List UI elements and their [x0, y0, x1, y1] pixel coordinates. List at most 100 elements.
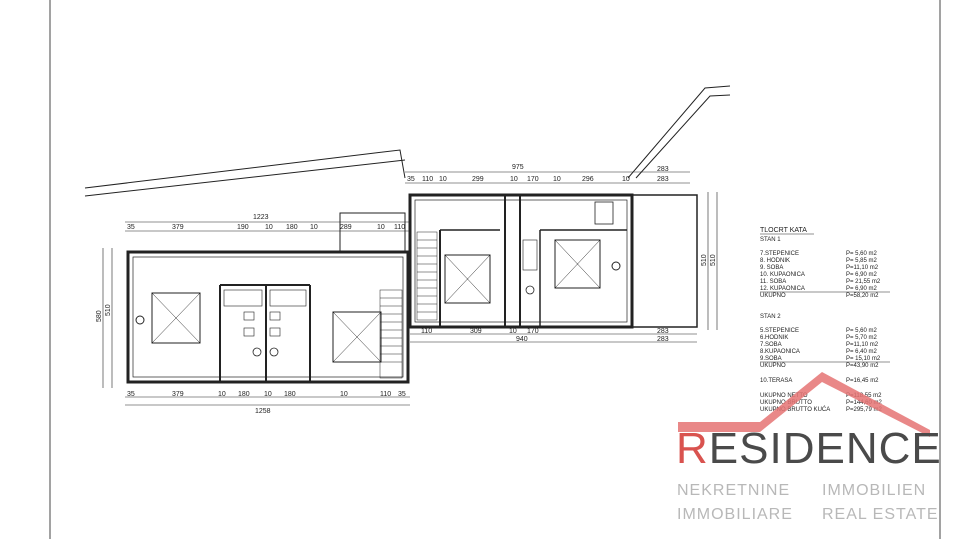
- dimension-mid: 110 309 10 170 940 283 283: [410, 328, 697, 343]
- dim-top-seg-4: 299: [472, 176, 484, 183]
- dim-top-seg-10: 283: [657, 166, 669, 173]
- legend-stan1-title: STAN 1: [760, 237, 781, 243]
- legend-row-value: P= 21,55 m2: [846, 279, 881, 285]
- logo-wordmark: RESIDENCE: [676, 424, 942, 473]
- dim-bottom-seg-7: 10: [340, 391, 348, 398]
- dim-bottom-seg-5: 10: [264, 391, 272, 398]
- legend-row-name: 9.SOBA: [760, 356, 782, 362]
- dim-left-seg-6: 10: [310, 224, 318, 231]
- legend-row-name: 5.STEPENICE: [760, 328, 799, 334]
- dim-mid-right-1: 283: [657, 328, 669, 335]
- legend-row-value: P= 15,10 m2: [846, 356, 881, 362]
- legend-row-name: 8. HODNIK: [760, 258, 790, 264]
- right-unit-walls: [408, 193, 698, 329]
- logo-sub-left-2: IMMOBILIARE: [677, 506, 793, 523]
- dim-bottom-seg-2: 379: [172, 391, 184, 398]
- legend-row-name: 7.STEPENICE: [760, 251, 799, 257]
- legend-row-value: P= 6,40 m2: [846, 349, 878, 355]
- legend-row-name: 7.SOBA: [760, 342, 782, 348]
- legend-row-value: P= 5,85 m2: [846, 258, 878, 264]
- legend-stan2-total-name: UKUPNO: [760, 363, 786, 369]
- dim-mid-seg-2: 309: [470, 328, 482, 335]
- dim-left-seg-9: 110: [394, 224, 405, 231]
- dim-left-seg-1: 35: [127, 224, 135, 231]
- legend-row-value: P= 6,90 m2: [846, 272, 878, 278]
- dim-top-seg-11: 283: [657, 176, 669, 183]
- bed-right-unit-2: [554, 239, 621, 289]
- logo-sub-right-1: IMMOBILIEN: [822, 482, 926, 499]
- legend-row-value: P= 6,90 m2: [846, 286, 878, 292]
- legend-total-value: P=295,79 m2: [846, 407, 883, 413]
- bathroom-fixtures-right: [522, 201, 614, 295]
- dim-left-seg-7: 289: [340, 224, 352, 231]
- dim-left-seg-5: 180: [286, 224, 298, 231]
- dim-bottom-seg-3: 10: [218, 391, 226, 398]
- legend-row-value: P=11,10 m2: [846, 342, 879, 348]
- dim-left-total: 1223: [253, 214, 269, 221]
- legend-total-name: UKUPNO NETTO: [760, 393, 808, 399]
- dimension-left-vertical: 580 510: [96, 248, 113, 388]
- legend-stan1-total-name: UKUPNO: [760, 293, 786, 299]
- dim-vertical-left-1: 580: [96, 310, 103, 322]
- dim-bottom-seg-8: 110: [380, 391, 391, 398]
- dim-mid-seg-4: 170: [527, 328, 539, 335]
- dim-top-seg-8: 296: [582, 176, 594, 183]
- dim-left-seg-3: 190: [237, 224, 249, 231]
- legend-terrace-name: 10.TERASA: [760, 378, 792, 384]
- dim-vertical-right-2: 510: [710, 254, 717, 266]
- roof-outline: [84, 85, 731, 197]
- dim-top-seg-1: 35: [407, 176, 415, 183]
- logo-roof-icon: [678, 372, 930, 437]
- dim-bottom-seg-9: 35: [398, 391, 406, 398]
- legend-row-name: 11. SOBA: [760, 279, 786, 285]
- dim-left-seg-8: 10: [377, 224, 385, 231]
- legend-row-value: P=11,10 m2: [846, 265, 879, 271]
- legend-title: TLOCRT KATA: [760, 227, 807, 234]
- legend-row-name: 9. SOBA: [760, 265, 783, 271]
- bed-left: [135, 292, 201, 344]
- legend-stan1-total-value: P=58,20 m2: [846, 293, 879, 299]
- dim-top-seg-7: 10: [553, 176, 561, 183]
- dim-top-seg-9: 10: [622, 176, 630, 183]
- dimension-right-vertical: 510 510: [701, 192, 718, 330]
- dim-mid-right-2: 283: [657, 336, 669, 343]
- dim-left-seg-4: 10: [265, 224, 273, 231]
- area-legend: TLOCRT KATA STAN 1 7.STEPENICE P= 5,60 m…: [760, 227, 890, 413]
- dim-vertical-right-1: 510: [701, 254, 708, 266]
- dim-mid-seg-1: 110: [421, 328, 432, 335]
- dim-top-total: 975: [512, 164, 524, 171]
- logo-rest: ESIDENCE: [709, 424, 942, 473]
- dim-top-seg-3: 10: [439, 176, 447, 183]
- dim-top-seg-5: 10: [510, 176, 518, 183]
- bed-right-unit-1: [444, 254, 491, 304]
- dimension-bottom: 35 379 10 180 10 180 10 110 35 1258: [125, 391, 410, 415]
- bed-right: [332, 311, 382, 363]
- stairs-left: [379, 289, 403, 379]
- dim-vertical-left-2: 510: [105, 304, 112, 316]
- dim-bottom-seg-1: 35: [127, 391, 135, 398]
- legend-stan2-title: STAN 2: [760, 314, 781, 320]
- legend-stan2-total-value: P=43,90 m2: [846, 363, 879, 369]
- legend-row-name: 12. KUPAONICA: [760, 286, 805, 292]
- logo-sub-left-1: NEKRETNINE: [677, 482, 790, 499]
- legend-row-value: P= 5,60 m2: [846, 328, 878, 334]
- dim-bottom-seg-6: 180: [284, 391, 296, 398]
- logo-r-letter: R: [676, 424, 709, 473]
- dim-top-seg-6: 170: [527, 176, 539, 183]
- dim-left-seg-2: 379: [172, 224, 184, 231]
- dim-bottom-seg-4: 180: [238, 391, 250, 398]
- dim-mid-total: 940: [516, 336, 528, 343]
- left-unit-walls: [126, 212, 410, 384]
- residence-logo: RESIDENCE NEKRETNINE IMMOBILIEN IMMOBILI…: [676, 372, 942, 523]
- stairs-right: [416, 231, 438, 321]
- dimension-left-row: 1223 35 379 190 10 180 10 289 10 110: [125, 214, 410, 232]
- legend-row-name: 10. KUPAONICA: [760, 272, 805, 278]
- logo-sub-right-2: REAL ESTATE: [822, 506, 939, 523]
- legend-row-name: 6.HODNIK: [760, 335, 788, 341]
- legend-total-name: UKUPNO BRUTTO KUĆA: [760, 406, 830, 413]
- dim-mid-seg-3: 10: [509, 328, 517, 335]
- dim-bottom-total: 1258: [255, 408, 271, 415]
- legend-row-name: 8.KUPAONICA: [760, 349, 800, 355]
- legend-row-value: P= 5,70 m2: [846, 335, 878, 341]
